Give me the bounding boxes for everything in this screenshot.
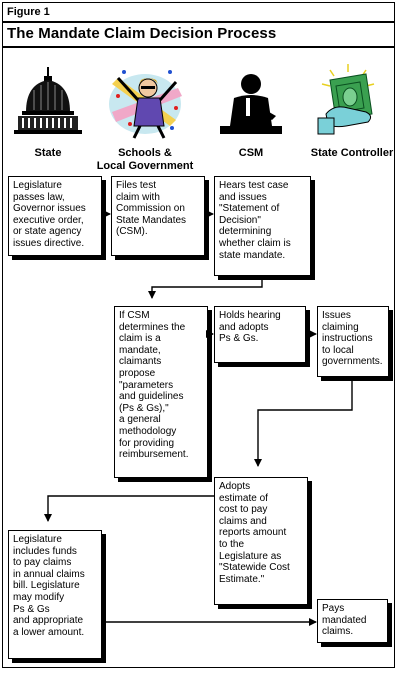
step-files-test-claim: Files test claim with Commission on Stat… — [111, 176, 205, 256]
step-claimants-propose: If CSM determines the claim is a mandate… — [114, 306, 208, 478]
connector-csm-to-proposal — [148, 276, 263, 299]
step-adopts-estimate: Adopts estimate of cost to pay claims an… — [214, 477, 308, 605]
title-rule-bottom — [2, 46, 395, 48]
step-holds-hearing: Holds hearing and adopts Ps & Gs. — [214, 306, 306, 363]
figure-title: The Mandate Claim Decision Process — [7, 25, 277, 42]
figure-frame — [2, 2, 395, 668]
connector-instructions-to-estimate — [254, 377, 353, 467]
step-pays-claims: Pays mandated claims. — [317, 599, 388, 643]
hand-holding-money-icon — [317, 64, 375, 135]
step-legislature-funds: Legislature includes funds to pay claims… — [8, 530, 102, 659]
column-label-state-controller: State Controller — [310, 147, 394, 159]
seated-person-silhouette-icon — [220, 74, 282, 134]
connector-estimate-to-legislature — [44, 495, 214, 522]
column-label-csm: CSM — [238, 147, 264, 159]
step-hears-test-case: Hears test case and issues "Statement of… — [214, 176, 311, 276]
step-issues-instructions: Issues claiming instructions to local go… — [317, 306, 389, 377]
figure-label: Figure 1 — [7, 6, 50, 18]
title-rule-top — [2, 21, 395, 23]
celebrating-person-icon — [109, 70, 182, 139]
capitol-dome-icon — [14, 67, 82, 134]
step-legislature-passes-law: Legislature passes law, Governor issues … — [8, 176, 102, 256]
column-label-schools-local-government: Schools & Local Government — [96, 147, 194, 172]
column-label-state: State — [34, 147, 62, 159]
